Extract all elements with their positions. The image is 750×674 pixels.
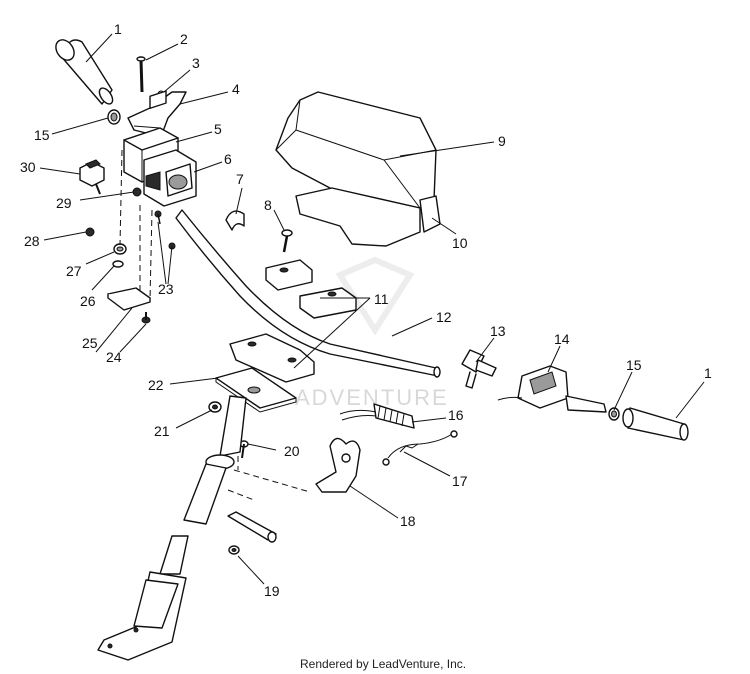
callout-18: 18	[400, 513, 416, 529]
part-13-throttle-lever	[461, 349, 497, 389]
part-1-left-grip	[55, 39, 114, 105]
callout-3: 3	[192, 55, 200, 71]
callout-30: 30	[20, 159, 36, 175]
part-21-nut	[208, 401, 222, 413]
callout-22: 22	[148, 377, 164, 393]
part-12-handlebar	[175, 209, 441, 378]
part-28-nut	[85, 227, 95, 237]
leader-lines	[39, 33, 705, 585]
callout-17: 17	[452, 473, 468, 489]
part-18-bracket	[315, 437, 361, 493]
part-10-foam-pad	[419, 195, 441, 233]
part-14-right-control-housing	[497, 365, 607, 413]
callout-4: 4	[232, 81, 240, 97]
part-8-screw	[281, 229, 293, 253]
callout-15-right: 15	[626, 357, 642, 373]
callout-28: 28	[24, 233, 40, 249]
callout-6: 6	[224, 151, 232, 167]
part-1-right-grip	[622, 407, 689, 441]
callout-10: 10	[452, 235, 468, 251]
part-24-screw	[141, 312, 151, 324]
part-6-switch-housing	[143, 149, 197, 207]
callout-1-left: 1	[114, 21, 122, 37]
part-30-switch	[79, 159, 105, 195]
part-16-throttle-cable	[339, 403, 415, 429]
part-11-handlebar-clamps	[265, 259, 357, 319]
callout-13: 13	[490, 323, 506, 339]
callout-27: 27	[66, 263, 82, 279]
callout-5: 5	[214, 121, 222, 137]
watermark-logo	[335, 256, 415, 336]
callout-19: 19	[264, 583, 280, 599]
assembly-lines-post	[227, 456, 311, 501]
part-4-lever-edge	[133, 125, 161, 129]
part-23-screws	[154, 210, 176, 250]
part-2-pin	[136, 56, 146, 93]
callout-21: 21	[154, 423, 170, 439]
callout-11: 11	[374, 291, 389, 307]
callout-numbers: 1 2 3 4 5 6 7 8 9 10 11 12 13 14 15 15 1…	[20, 21, 712, 599]
part-27-nut	[113, 243, 127, 255]
render-credit: Rendered by LeadVenture, Inc.	[300, 657, 466, 671]
callout-29: 29	[56, 195, 72, 211]
callout-15-left: 15	[34, 127, 50, 143]
callout-20: 20	[284, 443, 300, 459]
part-7-clamp	[225, 210, 245, 231]
watermark-text: ADVENTURE	[295, 385, 449, 410]
part-26-washer	[112, 260, 124, 268]
part-25-plate-edge	[107, 293, 151, 311]
part-29-bolt	[132, 187, 142, 197]
part-15-left-end-cap	[107, 109, 121, 125]
callout-16: 16	[448, 407, 464, 423]
callout-7: 7	[236, 171, 244, 187]
callout-23: 23	[158, 281, 174, 297]
part-22-plate-edge	[215, 378, 297, 413]
callout-14: 14	[554, 331, 570, 347]
callout-8: 8	[264, 197, 272, 213]
callout-25: 25	[82, 335, 98, 351]
callout-1-right: 1	[704, 365, 712, 381]
part-11-lower-clamp	[229, 333, 315, 383]
steering-post	[97, 395, 247, 661]
callout-26: 26	[80, 293, 96, 309]
callout-12: 12	[436, 309, 452, 325]
part-22-hole	[247, 386, 261, 394]
callout-9: 9	[498, 133, 506, 149]
part-9-handlebar-pod-cover	[275, 91, 437, 247]
part-19-sleeve	[227, 511, 277, 555]
assembly-lines-left	[119, 149, 153, 301]
callout-24: 24	[106, 349, 122, 365]
part-15-right-end-cap	[608, 407, 620, 421]
callout-2: 2	[180, 31, 188, 47]
part-17-wire	[382, 430, 458, 466]
